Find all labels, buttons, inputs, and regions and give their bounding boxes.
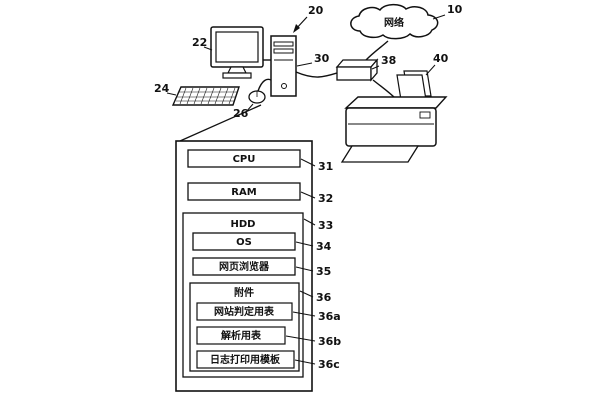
printer: 40: [340, 52, 449, 163]
cable-tower-modem: [295, 71, 338, 78]
ref-36b: 36b: [318, 335, 341, 348]
detail-line: [179, 104, 262, 142]
site-table-box: [196, 302, 293, 321]
tower-drive-bay-1: [273, 41, 294, 47]
ref-22: 22: [192, 36, 207, 49]
modem-side: [370, 58, 378, 82]
keyboard-keys: [176, 87, 237, 105]
ref-40: 40: [433, 52, 449, 65]
ref-35: 35: [316, 265, 331, 278]
modem-top: [335, 59, 379, 68]
ref-26: 26: [233, 107, 249, 120]
ram-label: RAM: [231, 187, 256, 198]
browser-box: [192, 257, 296, 276]
ref-31: 31: [318, 160, 333, 173]
ref-32: 32: [318, 192, 333, 205]
browser-label: 网页浏览器: [219, 260, 270, 273]
os-box: [192, 232, 296, 251]
leader-38: [371, 65, 380, 70]
analysis-table-label: 解析用表: [221, 329, 262, 342]
cable-modem-printer: [372, 79, 397, 100]
printer-top: [344, 96, 448, 109]
ref-30: 30: [314, 52, 330, 65]
printer-paper-front: [396, 74, 427, 101]
ref-36c: 36c: [318, 358, 340, 371]
leader-36: [299, 290, 314, 298]
monitor-screen: [215, 31, 259, 63]
modem: 38: [335, 54, 396, 82]
arrowhead-20: [293, 24, 300, 33]
leader-31: [300, 158, 316, 167]
analysis-table-box: [196, 326, 286, 345]
cloud-label: 网络: [384, 16, 404, 29]
block-diagram: CPU 31 RAM 32 HDD 33 OS 34 网页浏览器 35 附件 3…: [175, 140, 341, 392]
modem-front: [336, 66, 372, 81]
tower-drive-bay-2: [273, 48, 294, 54]
ref-33: 33: [318, 219, 333, 232]
cable-mouse-tower: [257, 78, 272, 92]
cable-modem-cloud: [365, 40, 389, 61]
leader-22: [203, 46, 213, 51]
leader-10: [432, 14, 446, 20]
ref-10: 10: [447, 3, 463, 16]
leader-26: [245, 103, 254, 113]
monitor-stand: [227, 66, 247, 74]
leader-32: [300, 191, 316, 199]
leader-36a: [292, 311, 316, 317]
monitor-base: [222, 72, 252, 79]
hdd-label: HDD: [231, 219, 256, 230]
cpu-label: CPU: [233, 154, 256, 165]
tower-power-button: [281, 83, 287, 89]
tower: 20 30: [270, 4, 330, 97]
printer-control-panel: [419, 111, 431, 119]
leader-33: [303, 218, 316, 226]
leader-34: [295, 241, 314, 247]
leader-36c: [294, 359, 316, 365]
log-template-label: 日志打印用模板: [210, 353, 281, 366]
ref-24: 24: [154, 82, 170, 95]
ref-20: 20: [308, 4, 324, 17]
cables: [257, 40, 397, 100]
leader-30: [296, 62, 313, 67]
os-label: OS: [236, 237, 252, 248]
ref-36: 36: [316, 291, 332, 304]
cpu-box: [187, 149, 301, 168]
keyboard-body: [171, 86, 240, 106]
log-template-box: [196, 350, 295, 369]
cloud-network: 网络 10: [350, 3, 463, 40]
printer-output-tray: [340, 145, 420, 163]
attachment-label: 附件: [234, 286, 254, 299]
leader-35: [295, 266, 314, 272]
leader-40: [425, 64, 436, 76]
site-table-label: 网站判定用表: [214, 305, 275, 318]
monitor: 22: [192, 26, 264, 79]
leader-24: [166, 92, 177, 96]
ref-36a: 36a: [318, 310, 341, 323]
leader-36b: [285, 335, 316, 342]
ref-34: 34: [316, 240, 332, 253]
ref-38: 38: [381, 54, 396, 67]
ram-box: [187, 182, 301, 201]
keyboard: 24: [154, 82, 240, 106]
cloud-shape: [350, 3, 439, 40]
mouse: 26: [233, 90, 266, 120]
